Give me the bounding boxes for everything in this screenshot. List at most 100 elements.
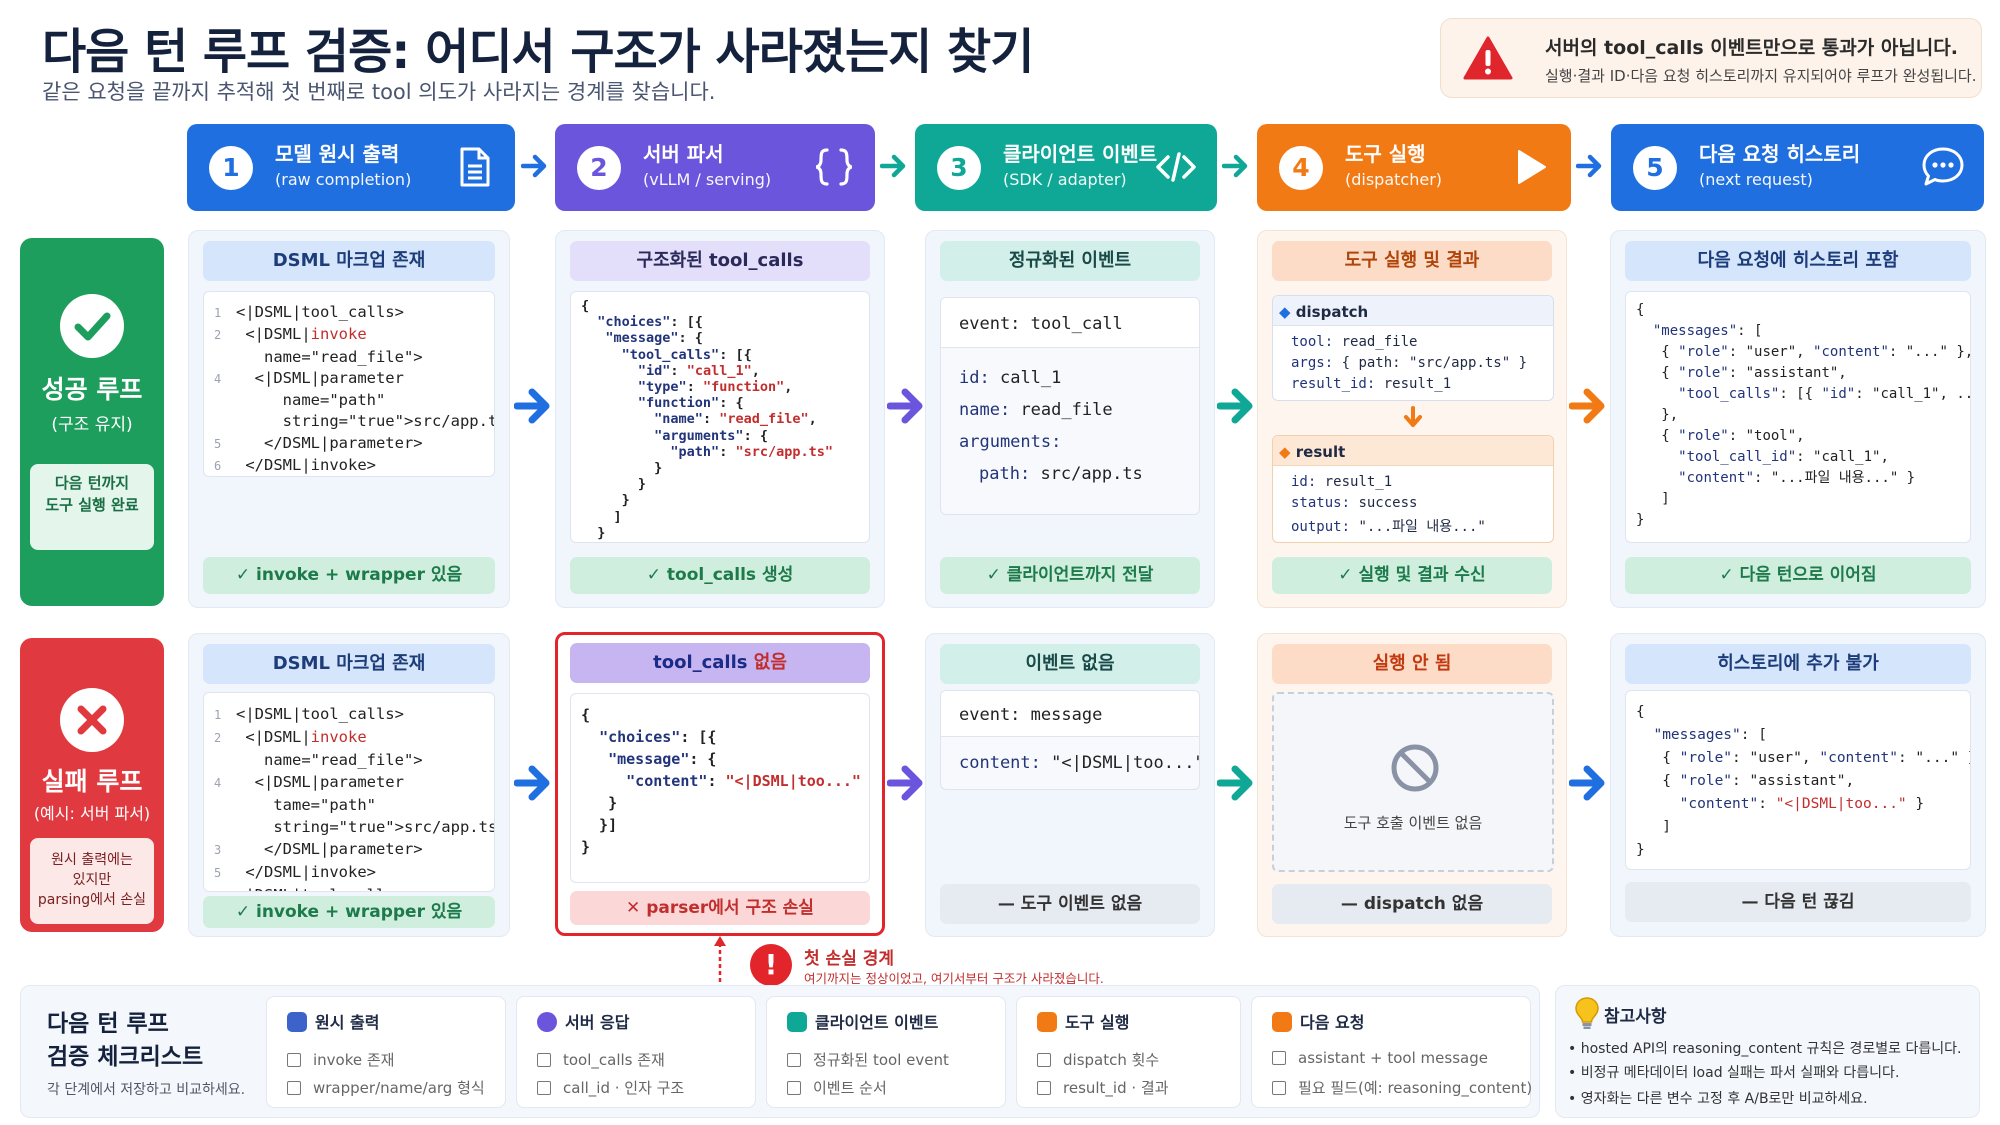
card-status: — dispatch 없음 <box>1272 884 1552 924</box>
raw-output-icon <box>287 1012 307 1032</box>
stage-sub: (vLLM / serving) <box>643 170 772 189</box>
lightbulb-icon <box>1575 997 1599 1029</box>
stage-number: 1 <box>209 146 253 190</box>
checklist-column-raw: 원시 출력 invoke 존재 wrapper/name/arg 형식 <box>266 996 506 1108</box>
checklist-item[interactable]: 이벤트 순서 <box>787 1077 887 1098</box>
arrow-right-icon <box>1569 765 1605 801</box>
history-code-block: { "messages": [ { "role": "user", "conte… <box>1625 690 1971 870</box>
checklist-item[interactable]: tool_calls 존재 <box>537 1049 665 1070</box>
stage-name: 다음 요청 히스토리 <box>1699 142 1861 166</box>
boundary-title: 첫 손실 경계 <box>804 949 895 969</box>
arrow-right-icon <box>1217 765 1253 801</box>
event-code-block: event: tool_call id: call_1 name: read_f… <box>940 297 1200 515</box>
braces-icon <box>815 148 853 186</box>
dispatch-panel: ◆ dispatch tool: read_file args: { path:… <box>1272 295 1554 401</box>
history-code-block: { "messages": [ { "role": "user", "conte… <box>1625 291 1971 543</box>
stage-number: 2 <box>577 146 621 190</box>
fail-loop-label: 실패 루프 (예시: 서버 파서) 원시 출력에는 있지만 parsing에서 … <box>20 638 164 932</box>
json-code-block: { "choices": [{ "message": { "tool_calls… <box>570 291 870 543</box>
checklist-item[interactable]: dispatch 횟수 <box>1037 1049 1159 1070</box>
checklist-item[interactable]: 정규화된 tool event <box>787 1049 949 1070</box>
page-title: 다음 턴 루프 검증: 어디서 구조가 사라졌는지 찾기 <box>42 24 1034 80</box>
arrow-right-icon <box>514 388 550 424</box>
reference-title: 참고사항 <box>1604 1007 1667 1027</box>
stage-client-event: 3 클라이언트 이벤트 (SDK / adapter) <box>915 124 1217 211</box>
checkbox[interactable] <box>1272 1081 1286 1095</box>
fail-event-card: 이벤트 없음 event: message content: "<|DSML|t… <box>925 633 1215 937</box>
stage-sub: (raw completion) <box>275 170 412 189</box>
checkbox[interactable] <box>537 1053 551 1067</box>
checklist-subtitle: 각 단계에서 저장하고 비교하세요. <box>47 1082 246 1098</box>
card-status: ✓ 다음 턴으로 이어짐 <box>1625 557 1971 594</box>
checklist-item[interactable]: wrapper/name/arg 형식 <box>287 1077 485 1098</box>
arrow-right-icon <box>1576 154 1602 178</box>
stage-name: 모델 원시 출력 <box>275 142 400 166</box>
warning-box: 서버의 tool_calls 이벤트만으로 통과가 아닙니다. 실행·결과 ID… <box>1440 18 1982 98</box>
fail-parser-card: tool_calls 없음 { "choices": [{ "message":… <box>555 632 885 936</box>
stage-number: 4 <box>1279 146 1323 190</box>
checkbox[interactable] <box>1037 1053 1051 1067</box>
stage-sub: (SDK / adapter) <box>1003 170 1127 189</box>
reference-item: • 비정규 메타데이터 load 실패는 파서 실패와 다릅니다. <box>1568 1065 1900 1081</box>
checkbox[interactable] <box>537 1081 551 1095</box>
checklist-item[interactable]: assistant + tool message <box>1272 1049 1488 1067</box>
success-raw-card: DSML 마크업 존재 1<|DSML|tool_calls> 2 <|DSML… <box>188 230 510 608</box>
stage-raw-completion: 1 모델 원시 출력 (raw completion) <box>187 124 515 211</box>
card-header: tool_calls 없음 <box>570 643 870 683</box>
card-header: 히스토리에 추가 불가 <box>1625 644 1971 684</box>
success-history-card: 다음 요청에 히스토리 포함 { "messages": [ { "role":… <box>1610 230 1986 608</box>
client-event-icon <box>787 1012 807 1032</box>
arrow-right-icon <box>521 154 547 178</box>
checklist-item[interactable]: 필요 필드(예: reasoning_content) <box>1272 1077 1532 1098</box>
warning-icon <box>1463 36 1513 80</box>
checkbox[interactable] <box>787 1081 801 1095</box>
checkbox[interactable] <box>287 1053 301 1067</box>
arrow-right-icon <box>887 388 923 424</box>
document-icon <box>460 147 490 187</box>
next-request-icon <box>1272 1012 1292 1032</box>
empty-state-panel: 도구 호출 이벤트 없음 <box>1272 692 1554 872</box>
arrow-right-icon <box>887 765 923 801</box>
reference-item: • hosted API의 reasoning_content 규칙은 경로별로… <box>1568 1041 1962 1057</box>
warning-desc: 실행·결과 ID·다음 요청 히스토리까지 유지되어야 루프가 완성됩니다. <box>1545 67 1977 85</box>
checklist-item[interactable]: call_id · 인자 구조 <box>537 1077 684 1098</box>
check-circle-icon <box>60 294 124 358</box>
play-icon <box>1518 150 1546 184</box>
card-header: DSML 마크업 존재 <box>203 644 495 684</box>
row-badge: 다음 턴까지 도구 실행 완료 <box>30 464 154 550</box>
fail-history-card: 히스토리에 추가 불가 { "messages": [ { "role": "u… <box>1610 633 1986 937</box>
card-header: 정규화된 이벤트 <box>940 241 1200 281</box>
checkbox[interactable] <box>1037 1081 1051 1095</box>
stage-sub: (dispatcher) <box>1345 170 1443 189</box>
chat-icon <box>1922 147 1964 186</box>
stage-server-parser: 2 서버 파서 (vLLM / serving) <box>555 124 875 211</box>
stage-number: 3 <box>937 146 981 190</box>
checklist-item[interactable]: result_id · 결과 <box>1037 1077 1169 1098</box>
checkbox[interactable] <box>1272 1051 1286 1065</box>
checkbox[interactable] <box>287 1081 301 1095</box>
checklist-item[interactable]: invoke 존재 <box>287 1049 394 1070</box>
verification-checklist: 다음 턴 루프 검증 체크리스트 각 단계에서 저장하고 비교하세요. 원시 출… <box>20 985 1540 1118</box>
page-subtitle: 같은 요청을 끝까지 추적해 첫 번째로 tool 의도가 사라지는 경계를 찾… <box>42 80 716 104</box>
checkbox[interactable] <box>787 1053 801 1067</box>
arrow-right-icon <box>1569 388 1605 424</box>
card-status: — 도구 이벤트 없음 <box>940 884 1200 924</box>
row-subtitle: (구조 유지) <box>51 415 133 435</box>
dsml-code-block: 1<|DSML|tool_calls> 2 <|DSML|invoke name… <box>203 291 495 477</box>
checklist-column-server: 서버 응답 tool_calls 존재 call_id · 인자 구조 <box>516 996 756 1108</box>
arrow-right-icon <box>1222 154 1248 178</box>
row-subtitle: (예시: 서버 파서) <box>33 804 151 823</box>
dsml-code-block: 1<|DSML|tool_calls> 2 <|DSML|invoke name… <box>203 692 495 892</box>
empty-state-text: 도구 호출 이벤트 없음 <box>1343 814 1483 832</box>
success-parser-card: 구조화된 tool_calls { "choices": [{ "message… <box>555 230 885 608</box>
stage-name: 서버 파서 <box>643 142 724 166</box>
card-header: DSML 마크업 존재 <box>203 241 495 281</box>
stage-sub: (next request) <box>1699 170 1813 189</box>
server-response-icon <box>537 1012 557 1032</box>
x-circle-icon <box>60 688 124 752</box>
card-header: 도구 실행 및 결과 <box>1272 241 1552 281</box>
fail-raw-card: DSML 마크업 존재 1<|DSML|tool_calls> 2 <|DSML… <box>188 633 510 937</box>
result-panel: ◆ result id: result_1 status: success ou… <box>1272 435 1554 543</box>
card-status: ✓ 클라이언트까지 전달 <box>940 557 1200 594</box>
alert-icon: ! <box>750 944 792 986</box>
